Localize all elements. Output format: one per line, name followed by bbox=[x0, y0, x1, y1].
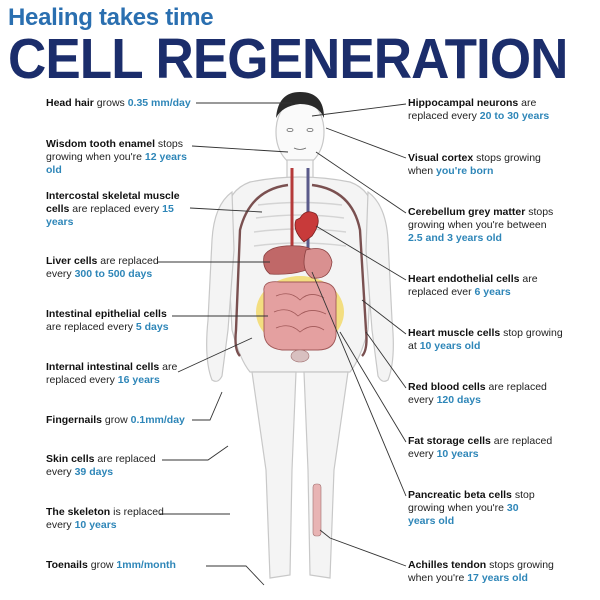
intestines bbox=[263, 281, 337, 351]
stomach bbox=[303, 248, 333, 279]
achilles-tendon bbox=[312, 483, 322, 537]
label-value: 6 years bbox=[474, 286, 511, 298]
label-text: stop growing at bbox=[408, 327, 563, 352]
leader-lines bbox=[158, 102, 407, 586]
label-value: 2.5 and 3 years old bbox=[408, 232, 502, 244]
label-text: grows bbox=[93, 97, 128, 109]
label-hippocampal: Hippocampal neurons are replaced every 2… bbox=[408, 97, 558, 123]
subtitle: Healing takes time bbox=[8, 4, 214, 31]
label-value: 10 years old bbox=[419, 340, 481, 352]
label-bold: Heart endothelial cells bbox=[408, 273, 520, 285]
label-bold: Liver cells bbox=[46, 255, 98, 267]
label-internal-intestinal: Internal intestinal cells are replaced e… bbox=[46, 361, 180, 387]
label-head-hair: Head hair grows 0.35 mm/day bbox=[46, 97, 216, 110]
label-text: grow bbox=[87, 559, 117, 571]
label-bold: Intercostal skeletal muscle cells bbox=[46, 190, 180, 215]
label-skeleton: The skeleton is replaced every 10 years bbox=[46, 506, 170, 532]
label-bold: Fat storage cells bbox=[408, 435, 491, 447]
label-text: are replaced ever bbox=[408, 273, 538, 298]
page-title: CELL REGENERATION bbox=[8, 27, 568, 91]
label-fingernails: Fingernails grow 0.1mm/day bbox=[46, 414, 216, 427]
label-liver: Liver cells are replaced every 300 to 50… bbox=[46, 255, 168, 281]
label-bold: Pancreatic beta cells bbox=[408, 489, 512, 501]
label-value: 1mm/month bbox=[116, 559, 176, 571]
label-value: 16 years bbox=[117, 374, 160, 386]
label-value: 120 days bbox=[436, 394, 481, 406]
label-value: you're born bbox=[436, 165, 494, 177]
label-value: 5 days bbox=[135, 321, 169, 333]
label-value: 39 days bbox=[74, 466, 114, 478]
label-bold: Cerebellum grey matter bbox=[408, 206, 526, 218]
label-intercostal: Intercostal skeletal muscle cells are re… bbox=[46, 190, 186, 229]
label-text: are replaced every bbox=[46, 321, 136, 333]
label-value: 300 to 500 days bbox=[74, 268, 153, 280]
label-pancreatic-beta: Pancreatic beta cells stop growing when … bbox=[408, 489, 538, 528]
label-text: are replaced every bbox=[408, 97, 537, 122]
label-bold: Achilles tendon bbox=[408, 559, 487, 571]
label-text: stops growing when you're bbox=[408, 559, 554, 584]
label-text: are replaced every bbox=[46, 255, 159, 280]
label-visual-cortex: Visual cortex stops growing when you're … bbox=[408, 152, 558, 178]
label-value: 17 years old bbox=[467, 572, 528, 584]
label-text: are replaced every bbox=[408, 381, 547, 406]
label-bold: Skin cells bbox=[46, 453, 95, 465]
label-heart-endothelial: Heart endothelial cells are replaced eve… bbox=[408, 273, 548, 299]
label-text: are replaced every bbox=[46, 361, 178, 386]
label-text: are replaced every bbox=[408, 435, 553, 460]
label-text: stop growing when you're bbox=[408, 489, 535, 514]
label-toenails: Toenails grow 1mm/month bbox=[46, 559, 216, 572]
label-bold: Heart muscle cells bbox=[408, 327, 501, 339]
label-value: 30 years old bbox=[408, 502, 519, 527]
label-fat-storage: Fat storage cells are replaced every 10 … bbox=[408, 435, 558, 461]
label-text: grow bbox=[102, 414, 131, 426]
label-intestinal-epithelial: Intestinal epithelial cells are replaced… bbox=[46, 308, 176, 334]
label-value: 10 years bbox=[436, 448, 479, 460]
label-text: is replaced every bbox=[46, 506, 164, 531]
label-value: 12 years old bbox=[46, 151, 187, 176]
label-bold: Intestinal epithelial cells bbox=[46, 308, 167, 320]
label-value: 15 years bbox=[46, 203, 174, 228]
label-bold: Internal intestinal cells bbox=[46, 361, 160, 373]
label-bold: Wisdom tooth enamel bbox=[46, 138, 155, 150]
label-text: are replaced every bbox=[46, 453, 156, 478]
label-red-blood-cells: Red blood cells are replaced every 120 d… bbox=[408, 381, 558, 407]
label-bold: Toenails bbox=[46, 559, 88, 571]
label-text: stops growing when bbox=[408, 152, 541, 177]
label-bold: Head hair bbox=[46, 97, 94, 109]
label-cerebellum: Cerebellum grey matter stops growing whe… bbox=[408, 206, 558, 245]
bladder bbox=[290, 349, 310, 363]
label-value: 10 years bbox=[74, 519, 117, 531]
face bbox=[286, 127, 314, 150]
label-heart-muscle: Heart muscle cells stop growing at 10 ye… bbox=[408, 327, 568, 353]
label-achilles: Achilles tendon stops growing when you'r… bbox=[408, 559, 568, 585]
label-value: 0.1mm/day bbox=[130, 414, 185, 426]
hair bbox=[276, 92, 324, 118]
label-value: 20 to 30 years bbox=[479, 110, 550, 122]
label-text: are replaced every bbox=[69, 203, 163, 215]
label-text: stops growing when you're bbox=[46, 138, 184, 163]
label-bold: Visual cortex bbox=[408, 152, 474, 164]
label-value: 0.35 mm/day bbox=[127, 97, 191, 109]
label-wisdom-tooth: Wisdom tooth enamel stops growing when y… bbox=[46, 138, 196, 177]
label-bold: The skeleton bbox=[46, 506, 111, 518]
label-text: stops growing when you're between bbox=[408, 206, 554, 231]
label-bold: Hippocampal neurons bbox=[408, 97, 519, 109]
label-skin: Skin cells are replaced every 39 days bbox=[46, 453, 162, 479]
label-bold: Fingernails bbox=[46, 414, 103, 426]
label-bold: Red blood cells bbox=[408, 381, 486, 393]
